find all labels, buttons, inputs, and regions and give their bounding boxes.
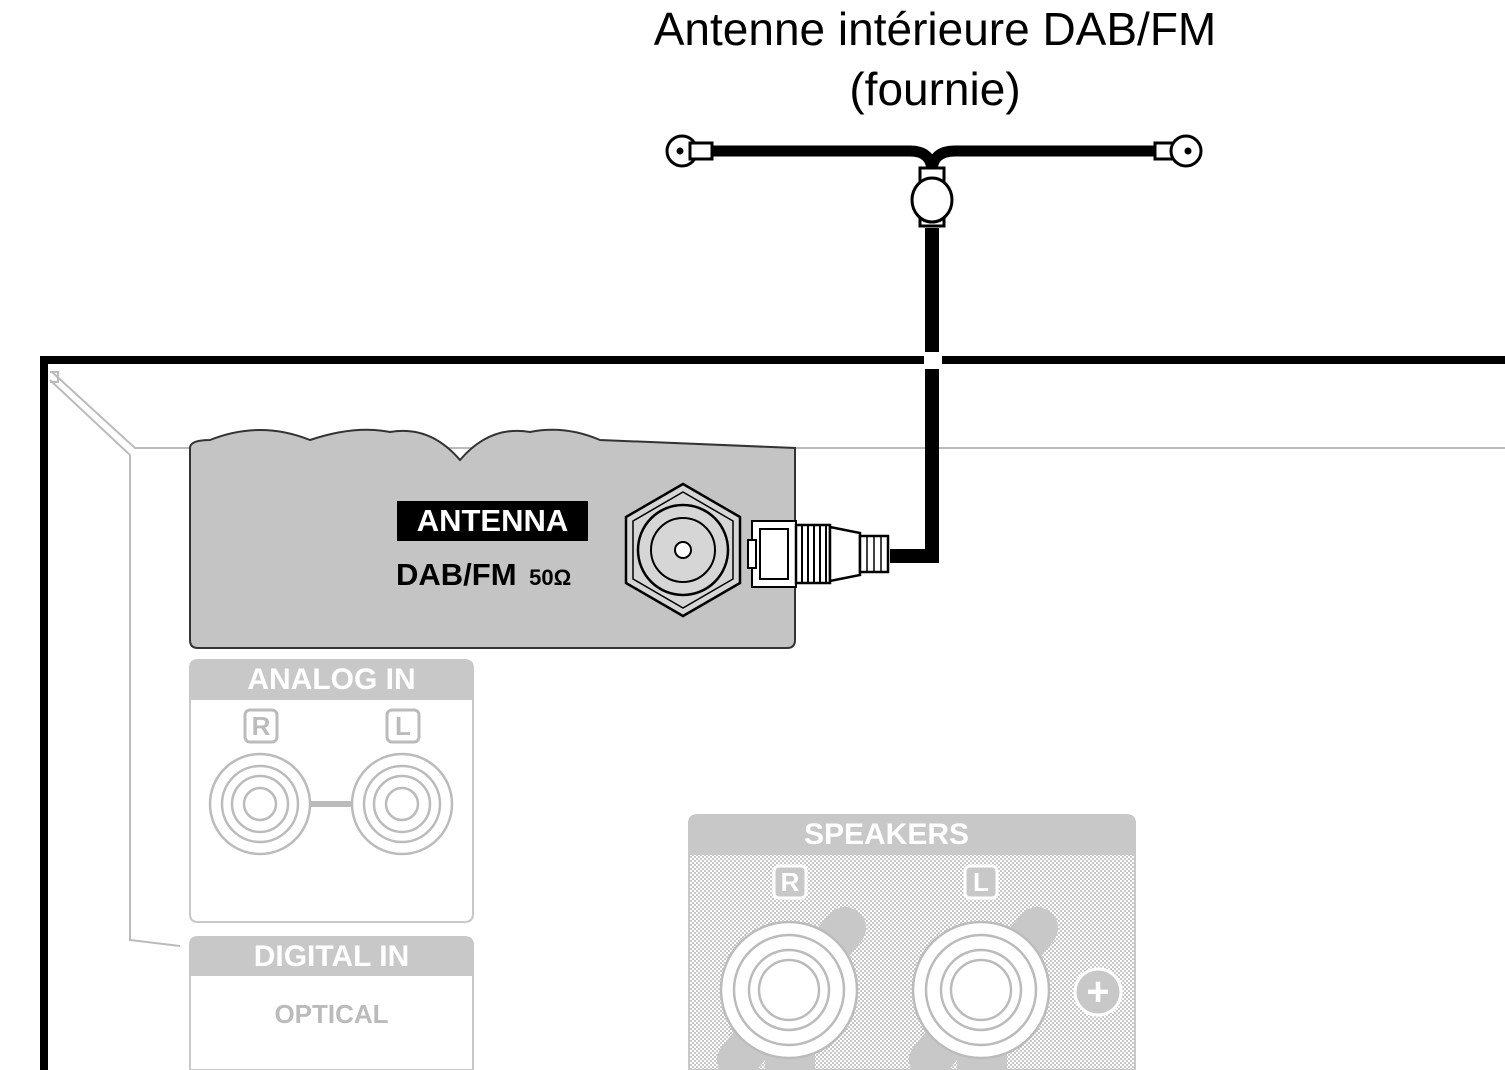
antenna-junction — [910, 166, 954, 228]
antenna-caption-subtitle: (fournie) — [849, 63, 1021, 115]
panel-recess-left — [49, 379, 181, 947]
impedance-label: 50Ω — [529, 565, 572, 590]
panel-recess-top — [51, 371, 1505, 449]
antenna-lug-right — [1153, 134, 1203, 168]
analog-in-r-jack[interactable] — [208, 752, 312, 856]
analog-in-block — [189, 659, 474, 923]
device-rear-panel — [40, 356, 1505, 1070]
device-outline — [40, 356, 1505, 1070]
speakers-l-label: L — [973, 867, 989, 897]
coax-plug — [747, 520, 890, 588]
analog-in-r-label: R — [251, 711, 271, 741]
cable-gap — [924, 352, 942, 369]
analog-in-title: ANALOG IN — [247, 663, 416, 696]
analog-in-l-jack[interactable] — [350, 752, 454, 856]
speakers-r-label: R — [780, 867, 800, 897]
digital-in-title: DIGITAL IN — [253, 940, 410, 973]
speaker-terminal-l[interactable] — [909, 907, 1058, 1070]
analog-in-l-label: L — [395, 711, 411, 741]
speakers-plus-label: + — [1086, 970, 1110, 1014]
antenna-jack[interactable] — [624, 482, 742, 618]
dab-fm-antenna — [665, 134, 1203, 228]
antenna-cable — [890, 228, 942, 563]
digital-in-block — [189, 936, 474, 1070]
antenna-badge: ANTENNA — [397, 501, 588, 541]
antenna-caption-title: Antenne intérieure DAB/FM — [653, 3, 1217, 55]
speakers-title: SPEAKERS — [803, 818, 970, 851]
speaker-terminal-r[interactable] — [717, 907, 866, 1070]
plus-polarity-icon — [1073, 967, 1123, 1017]
optical-label: OPTICAL — [274, 999, 389, 1029]
antenna-jack-label: DAB/FM 50Ω — [396, 557, 572, 592]
antenna-lug-left — [665, 134, 714, 168]
speakers-block — [688, 814, 1136, 1070]
